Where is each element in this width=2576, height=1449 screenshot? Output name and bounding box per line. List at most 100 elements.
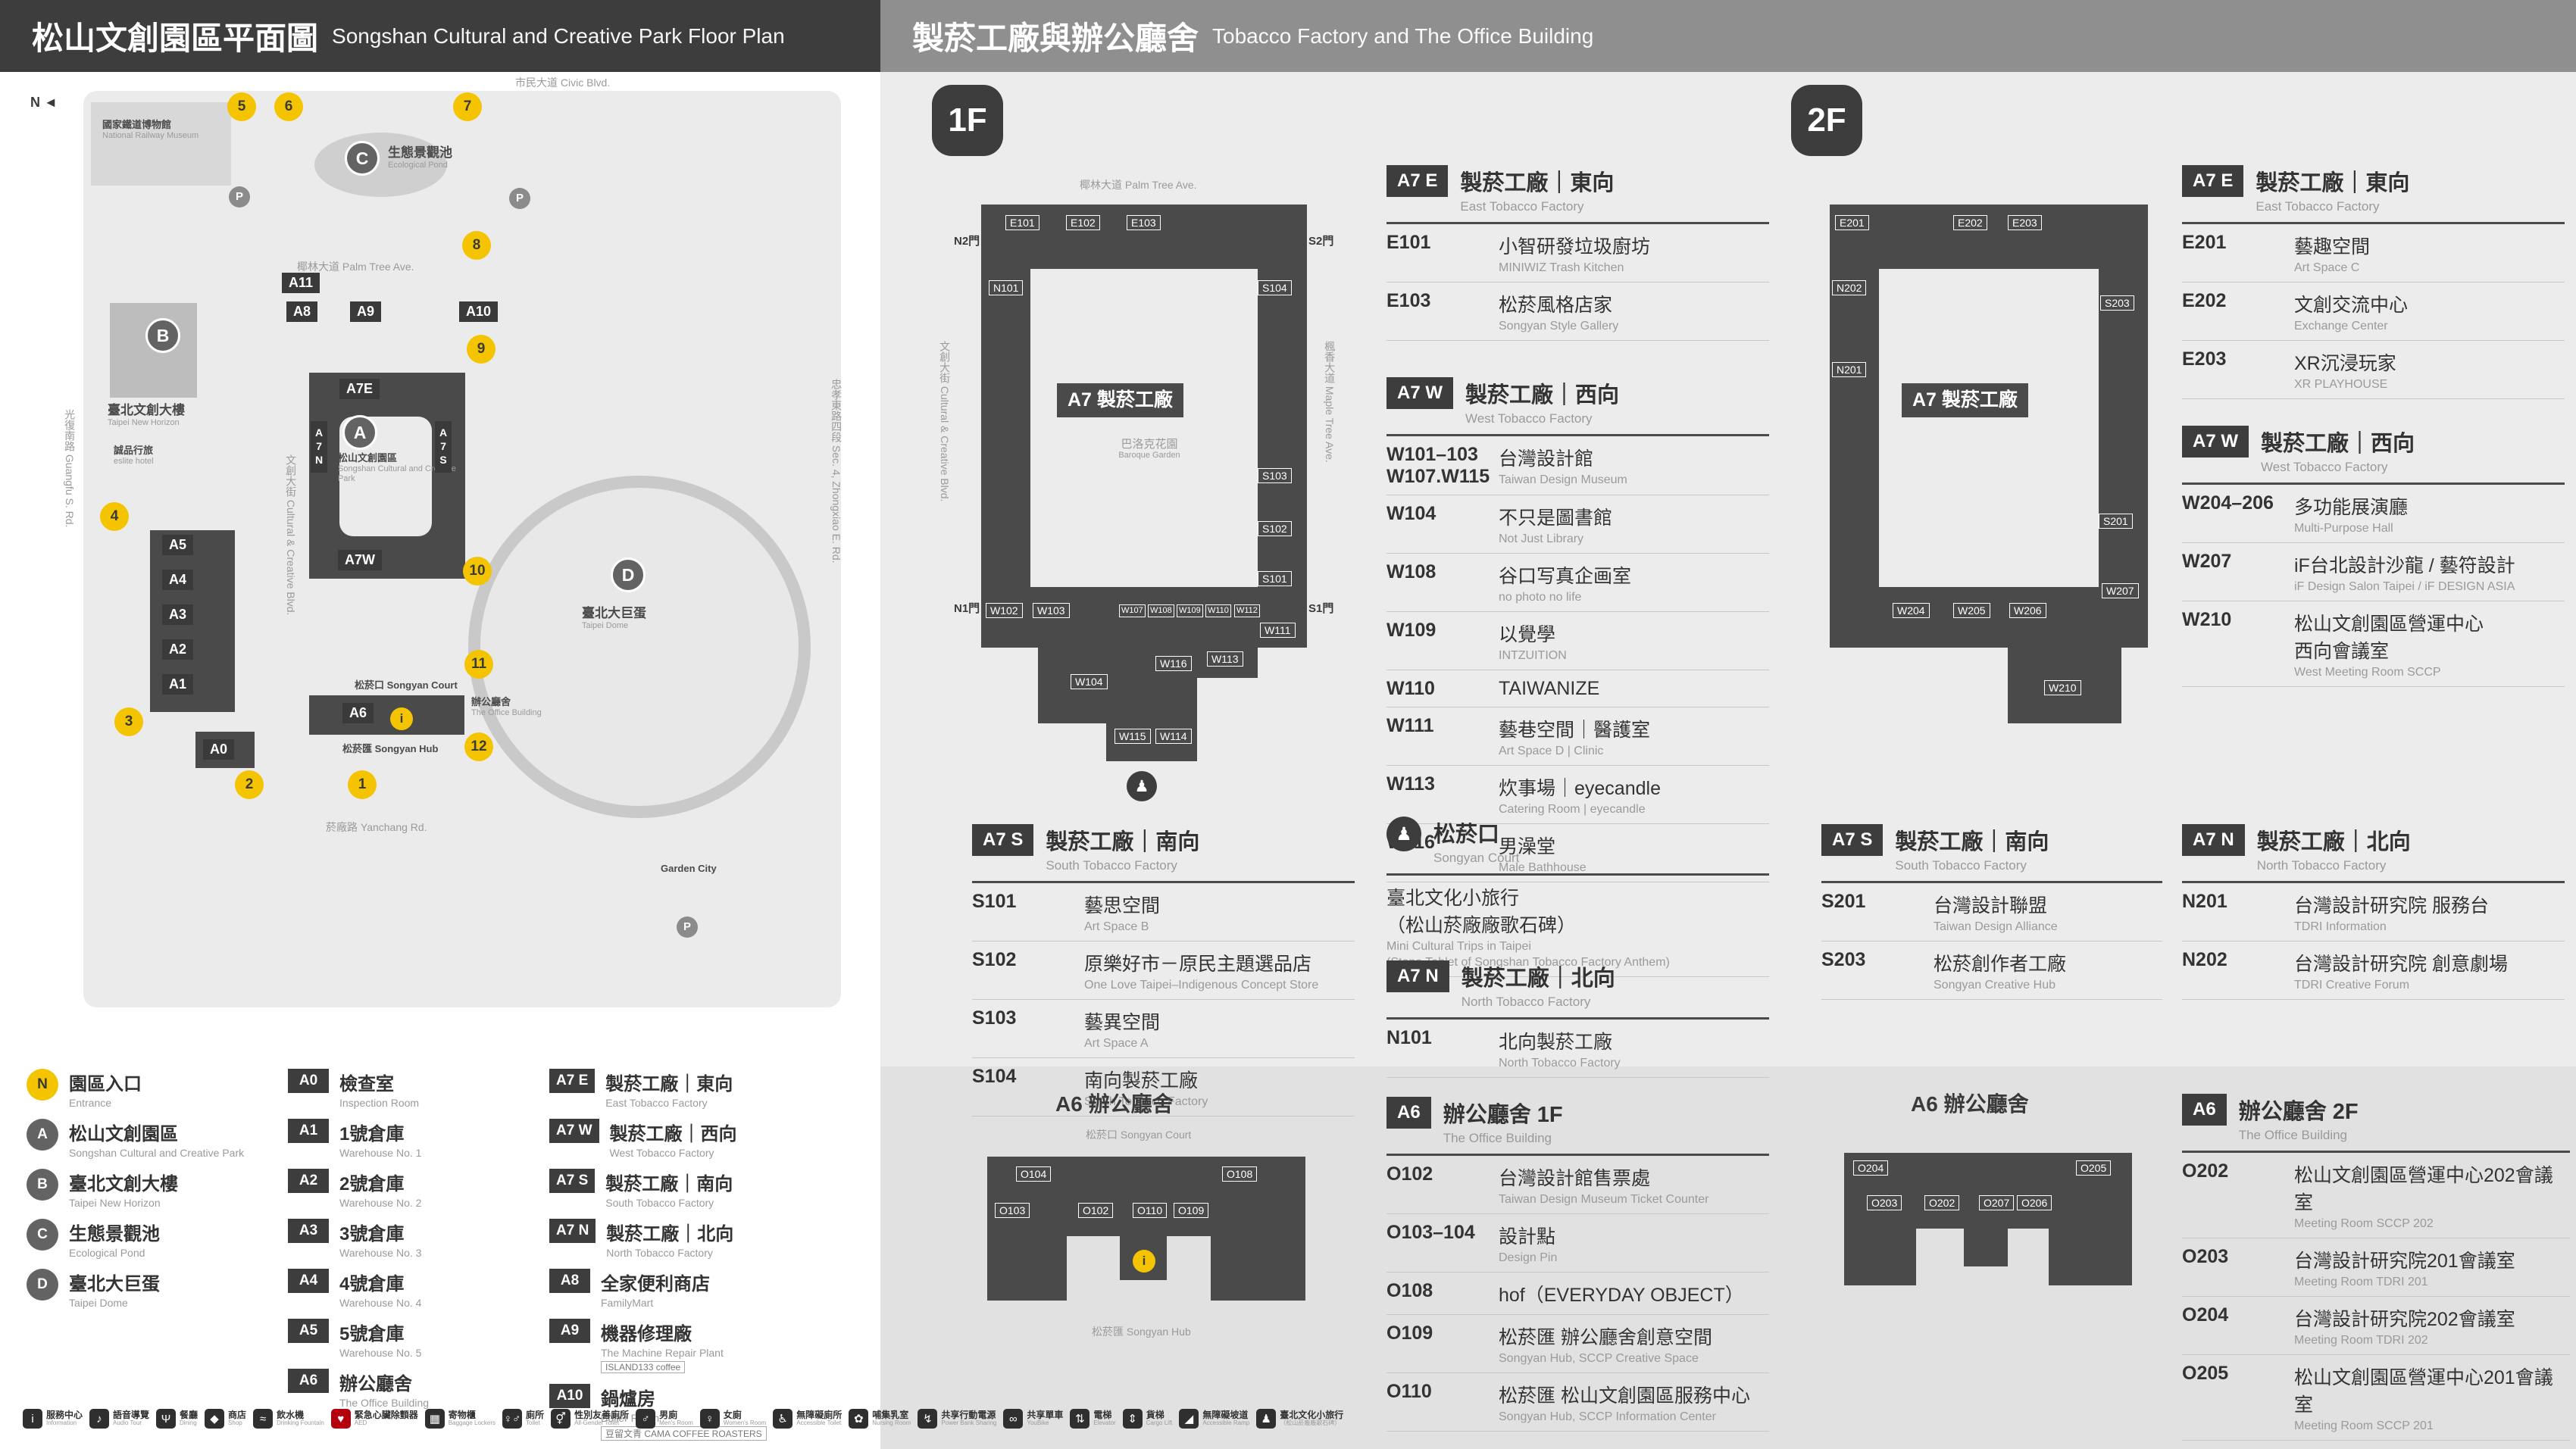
facility-icon: ♿ (773, 1409, 793, 1429)
section-tag: A7 N (2182, 824, 2245, 856)
room-code: O103–104 (1386, 1222, 1475, 1243)
map-label: A7E (339, 379, 380, 399)
map-label: W205 (1953, 603, 1990, 619)
facility-icon: ⚥ (551, 1409, 571, 1429)
map-label: P (229, 186, 250, 208)
map-label: S104 (1258, 280, 1292, 296)
map-label: A8 (286, 301, 318, 322)
map-label: W108 (1148, 604, 1174, 617)
directory-entry: O108 hof（EVERYDAY OBJECT） (1386, 1273, 1769, 1315)
legend-badge: A8 (549, 1269, 590, 1293)
map-label: N201 (1832, 362, 1867, 378)
map-label: O108 (1222, 1166, 1258, 1182)
map-label: W104 (1071, 674, 1108, 690)
right-title-zh: 製菸工廠與辦公廳舍 (912, 20, 1199, 56)
map-label: A2 (162, 639, 194, 660)
map-label: O103 (995, 1203, 1030, 1219)
room-code: E101 (1386, 232, 1431, 253)
directory-entry: O206–207 台北市文化基金會松山文創園區營運中心Taipei Cultur… (2182, 1441, 2570, 1449)
map-label: A10 (459, 301, 499, 322)
facility-icon: Ψ (156, 1409, 177, 1429)
right-title-en: Tobacco Factory and The Office Building (1212, 23, 1594, 48)
left-title-zh: 松山文創園區平面圖 (32, 20, 319, 56)
map-label: W114 (1155, 729, 1192, 745)
facility-icon: ∞ (1003, 1409, 1024, 1429)
map-label: 光復南路 Guangfu S. Rd. (64, 409, 77, 528)
map-label: W113 (1207, 651, 1243, 667)
map-label: N2門 (954, 235, 980, 248)
map-label: W112 (1234, 604, 1260, 617)
map-label: O204 (1853, 1160, 1889, 1176)
map-label: 8 (462, 231, 491, 260)
room-code: O202 (2182, 1160, 2229, 1182)
map-label: W103 (1033, 603, 1070, 619)
map-label: A7S (435, 421, 452, 473)
floor-badge-1f: 1F (932, 85, 1003, 156)
map-label: W206 (2009, 603, 2046, 619)
legend-badge: A9 (549, 1319, 590, 1343)
walking-person-icon: ♟ (1386, 817, 1421, 851)
map-label: 忠孝東路四段 Sec. 4, Zhongxiao E. Rd. (830, 379, 843, 564)
legend-badge: A7 W (549, 1119, 599, 1143)
map-label: A3 (162, 604, 194, 625)
facility-icon: ▦ (424, 1409, 445, 1429)
map-label: 市民大道 Civic Blvd. (515, 77, 611, 89)
map-label: W102 (986, 603, 1023, 619)
facility-icon: ♀ (699, 1409, 720, 1429)
map-label: O206 (2017, 1195, 2052, 1211)
map-label: O207 (1979, 1195, 2015, 1211)
facility-icon: ♪ (89, 1409, 110, 1429)
map-label: E201 (1835, 215, 1869, 231)
map-label: A7 製菸工廠 (1902, 383, 2028, 417)
legend-badge: A7 E (549, 1069, 596, 1093)
map-label: E203 (2008, 215, 2042, 231)
